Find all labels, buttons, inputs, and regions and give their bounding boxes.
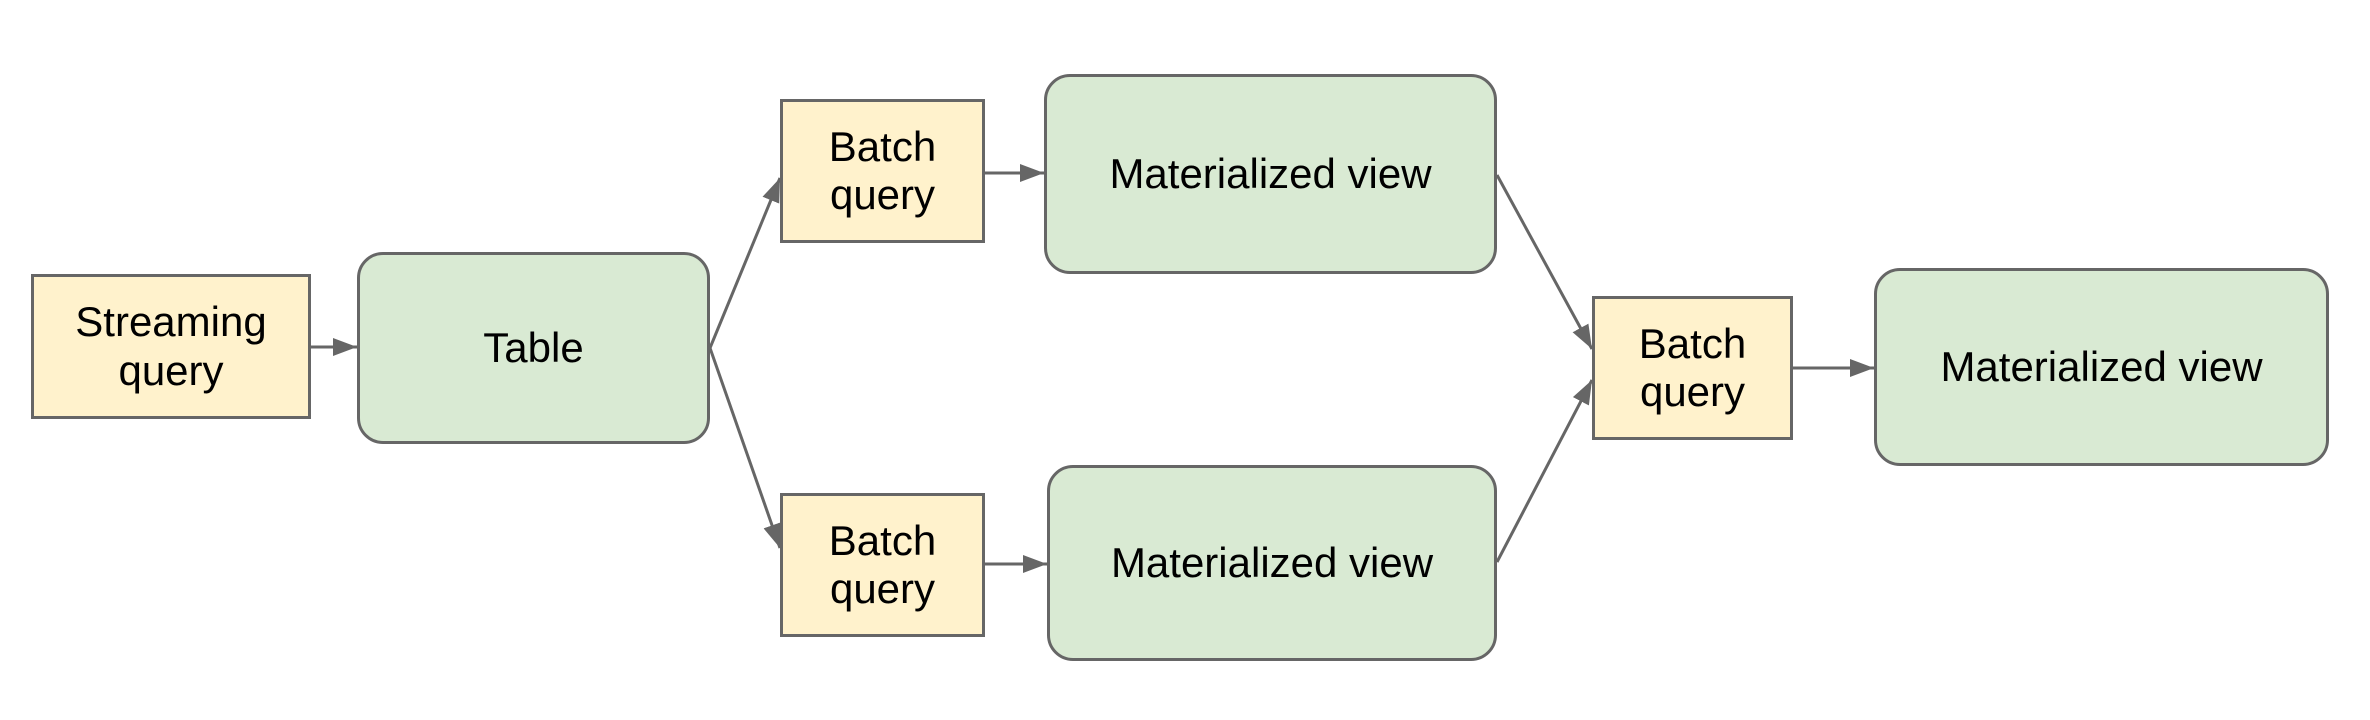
node-batch-query-top: Batch query: [780, 99, 985, 243]
node-materialized-view-bottom: Materialized view: [1047, 465, 1497, 661]
arrow-materialized-view-top-to-batch-query-right: [1495, 174, 1594, 350]
node-label: Table: [483, 323, 584, 371]
node-table: Table: [357, 252, 710, 444]
node-materialized-view-top: Materialized view: [1044, 74, 1497, 274]
arrow-materialized-view-bottom-to-batch-query-right: [1495, 379, 1594, 563]
node-label: Batch query: [1638, 319, 1747, 415]
arrow-table-to-batch-query-bottom: [708, 347, 782, 549]
node-label: Batch query: [828, 516, 937, 612]
node-batch-query-bottom: Batch query: [780, 493, 985, 637]
node-label: Materialized view: [1940, 342, 2263, 390]
node-label: Materialized view: [1109, 149, 1432, 197]
node-label: Batch query: [828, 122, 937, 218]
node-materialized-view-right: Materialized view: [1874, 268, 2329, 466]
node-batch-query-right: Batch query: [1592, 296, 1793, 440]
node-label: Materialized view: [1110, 538, 1434, 586]
arrow-table-to-batch-query-top: [708, 177, 782, 349]
node-label: Streaming query: [75, 298, 267, 394]
node-streaming-query: Streaming query: [31, 274, 311, 419]
